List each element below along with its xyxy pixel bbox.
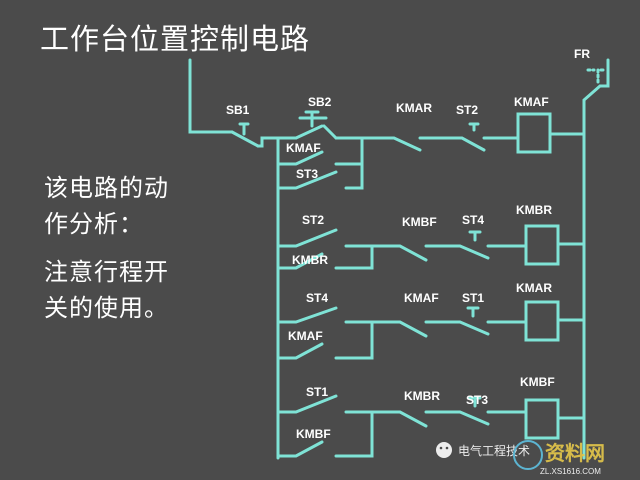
st2-branch-row2	[276, 228, 374, 248]
label-kmaf-hold2: KMAF	[288, 329, 323, 343]
watermark-text: 电气工程技术	[458, 443, 530, 458]
supply-wire-left	[188, 58, 234, 134]
label-st1-row4: ST1	[306, 385, 328, 399]
label-st1-row3: ST1	[462, 291, 484, 305]
sb1-actuator	[238, 122, 250, 136]
label-sb2: SB2	[308, 95, 332, 109]
kmbf-hold-row4	[276, 410, 374, 458]
kmar-coil	[524, 300, 560, 342]
label-kmaf-row3: KMAF	[404, 291, 439, 305]
kmbf-contact-row2	[370, 244, 528, 262]
label-kmaf-hold: KMAF	[286, 141, 321, 155]
wechat-icon	[436, 442, 452, 458]
label-kmbf-hold: KMBF	[296, 427, 331, 441]
label-kmbr-row4: KMBR	[404, 389, 440, 403]
label-kmar-row1: KMAR	[396, 101, 432, 115]
label-sb1: SB1	[226, 103, 250, 117]
label-kmbr-coil: KMBR	[516, 203, 552, 217]
kmaf-hold-row3	[276, 320, 374, 360]
sb1-contact	[230, 130, 260, 148]
kmbf-coil	[524, 398, 560, 440]
kmaf-contact-row3	[370, 320, 528, 338]
st2-contact-row1	[446, 122, 520, 152]
label-kmar-coil: KMAR	[516, 281, 552, 295]
label-fr: FR	[574, 47, 590, 61]
kmbr-coil	[524, 224, 560, 266]
label-st4-row3: ST4	[306, 291, 328, 305]
kmar-contact-row1	[374, 136, 450, 152]
description-line-4: 关的使用。	[44, 294, 169, 322]
label-st4-row2: ST4	[462, 213, 484, 227]
st1-branch-row4	[276, 394, 374, 414]
description-line-2: 作分析：	[44, 210, 144, 238]
label-kmaf-coil: KMAF	[514, 95, 549, 109]
page-title: 工作台位置控制电路	[40, 22, 311, 56]
watermark-brand: 资料网	[545, 441, 605, 465]
kmbr-hold-row2	[276, 244, 374, 270]
watermark-site: ZL.XS1616.COM	[540, 467, 601, 476]
sb2-actuator	[298, 110, 328, 128]
label-st3-top: ST3	[296, 167, 318, 181]
wire-sb1-out	[256, 136, 280, 148]
st4-branch-row3	[276, 306, 374, 324]
st3-branch	[276, 162, 364, 190]
label-st2-row1: ST2	[456, 103, 478, 117]
watermark: 电气工程技术 资料网 ZL.XS1616.COM	[436, 440, 605, 476]
label-kmbr-hold: KMBR	[292, 253, 328, 267]
description-line-1: 该电路的动	[44, 174, 169, 202]
kmaf-coil	[516, 112, 552, 154]
fr-contact	[582, 58, 610, 136]
fr-actuator	[586, 68, 608, 84]
watermark-logo-icon	[513, 440, 543, 470]
kmbr-contact-row4	[370, 410, 528, 428]
description-line-3: 注意行程开	[44, 258, 169, 286]
label-st2-row2: ST2	[302, 213, 324, 227]
sb2-contact	[294, 124, 324, 140]
label-st3-row4: ST3	[466, 393, 488, 407]
label-kmbf-coil: KMBF	[520, 375, 555, 389]
label-kmbf-row2: KMBF	[402, 215, 437, 229]
